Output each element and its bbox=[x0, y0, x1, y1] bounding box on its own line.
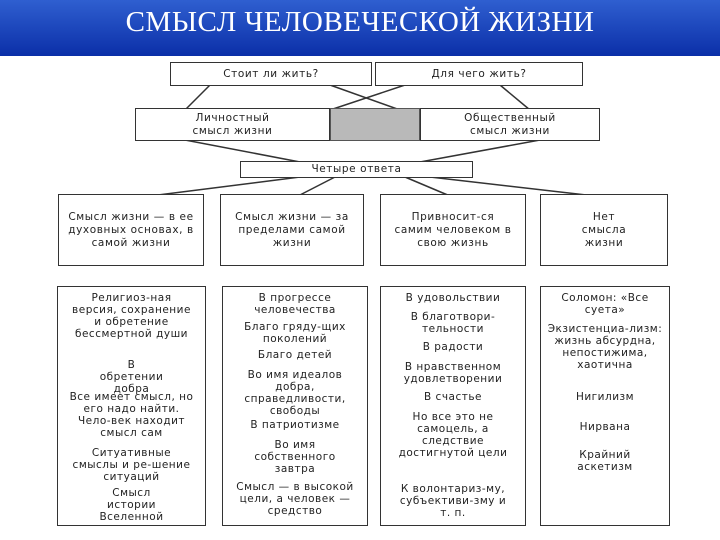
detail-cell: Ситуативные смыслы и ре-шение ситуаций bbox=[72, 447, 191, 483]
detail-cell: К волонтариз-му, субъективи-зму и т. п. bbox=[399, 483, 507, 519]
detail-cell: В благотвори-тельности bbox=[410, 311, 496, 335]
detail-cell: Благо гряду-щих поколений bbox=[244, 321, 346, 345]
detail-column-2: В прогрессе человечества Благо гряду-щих… bbox=[222, 286, 368, 526]
detail-cell: В патриотизме bbox=[250, 419, 340, 431]
detail-cell: Экзистенциа-лизм: жизнь абсурдна, непост… bbox=[547, 323, 663, 371]
detail-cell: Религиоз-ная версия, сохранение и обрете… bbox=[72, 292, 191, 340]
four-answers-box: Четыре ответа bbox=[240, 161, 473, 178]
social-meaning-box: Общественный смысл жизни bbox=[420, 108, 600, 141]
detail-column-3: В удовольствии В благотвори-тельности В … bbox=[380, 286, 526, 526]
detail-cell: Нирвана bbox=[579, 421, 631, 433]
detail-cell: В обретении добра bbox=[99, 359, 164, 395]
detail-cell: Во имя собственного завтра bbox=[254, 439, 336, 475]
title-banner bbox=[0, 0, 720, 56]
personal-meaning-box: Личностный смысл жизни bbox=[135, 108, 330, 141]
detail-cell: Нигилизм bbox=[575, 391, 635, 403]
detail-cell: Смысл — в высокой цели, а человек — сред… bbox=[236, 481, 354, 517]
detail-cell: Смысл истории Вселенной bbox=[99, 487, 164, 523]
page-title: СМЫСЛ ЧЕЛОВЕЧЕСКОЙ ЖИЗНИ bbox=[125, 6, 595, 38]
detail-column-4: Соломон: «Все суета» Экзистенциа-лизм: ж… bbox=[540, 286, 670, 526]
detail-column-1: Религиоз-ная версия, сохранение и обрете… bbox=[57, 286, 206, 526]
answer-box-4: Нет смысла жизни bbox=[540, 194, 668, 266]
detail-cell: Все имеет смысл, но его надо найти. Чело… bbox=[69, 391, 194, 439]
answer-box-3: Привносит-ся самим человеком в свою жизн… bbox=[380, 194, 526, 266]
detail-cell: Благо детей bbox=[257, 349, 333, 361]
detail-cell: В радости bbox=[422, 341, 484, 353]
detail-cell: Крайний аскетизм bbox=[577, 449, 633, 473]
detail-cell: В нравственном удовлетворении bbox=[403, 361, 503, 385]
answer-box-2: Смысл жизни — за пределами самой жизни bbox=[220, 194, 364, 266]
question-box-2: Для чего жить? bbox=[375, 62, 583, 86]
detail-cell: Соломон: «Все суета» bbox=[561, 292, 649, 316]
gray-connector-block bbox=[330, 108, 420, 141]
detail-cell: В удовольствии bbox=[405, 292, 501, 304]
detail-cell: В счастье bbox=[424, 391, 482, 403]
detail-cell: В прогрессе человечества bbox=[254, 292, 336, 316]
detail-cell: Но все это не самоцель, а следствие дост… bbox=[398, 411, 508, 459]
answer-box-1: Смысл жизни — в ее духовных основах, в с… bbox=[58, 194, 204, 266]
question-box-1: Стоит ли жить? bbox=[170, 62, 372, 86]
detail-cell: Во имя идеалов добра, справедливости, св… bbox=[244, 369, 346, 417]
